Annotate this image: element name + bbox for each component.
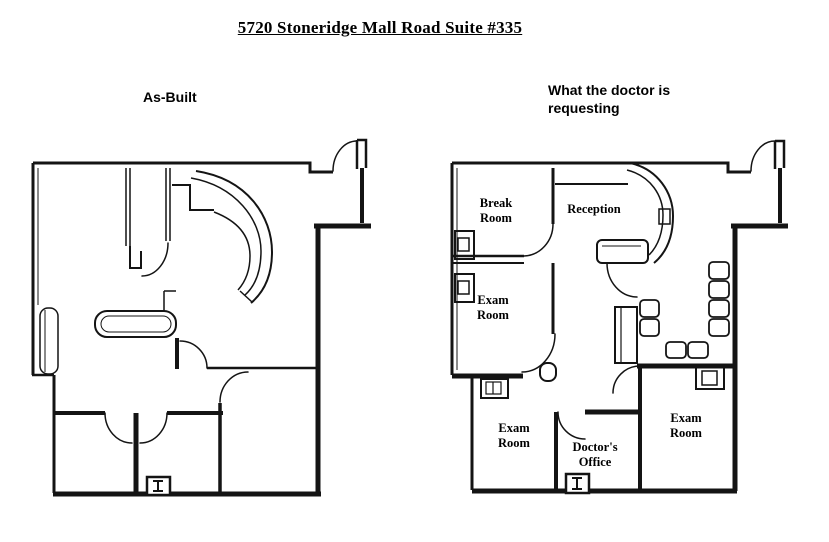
room-label-break-room: Break Room xyxy=(479,196,513,225)
chair-icon xyxy=(687,341,709,359)
requested-walls xyxy=(450,139,788,494)
floor-fixture-icon xyxy=(564,472,591,495)
requested-caption: What the doctor is requesting xyxy=(548,82,671,116)
room-label-exam-room-3: Exam Room xyxy=(670,411,702,440)
door-swing-icon xyxy=(521,333,556,373)
chair-icon xyxy=(665,341,687,359)
room-label-reception: Reception xyxy=(567,202,621,216)
as-built-floorplan xyxy=(31,138,371,497)
as-built-door-swings xyxy=(104,140,358,444)
waiting-chairs xyxy=(639,261,730,359)
door-swing-icon xyxy=(179,340,208,369)
door-swing-icon xyxy=(139,412,168,444)
open-door-leaf-icon xyxy=(39,307,59,375)
chair-icon xyxy=(708,261,730,280)
door-swing-icon xyxy=(606,262,638,298)
sink-icon xyxy=(480,378,509,399)
door-swing-icon xyxy=(557,411,586,440)
chair-icon xyxy=(708,299,730,318)
sink-icon xyxy=(454,230,475,260)
chair-icon xyxy=(708,280,730,299)
door-swing-icon xyxy=(219,371,249,403)
as-built-fixtures xyxy=(39,307,172,497)
floor-fixture-icon xyxy=(145,475,172,497)
room-label-exam-room-1: Exam Room xyxy=(477,293,509,322)
requested-door-swings xyxy=(521,140,776,440)
requested-fixtures xyxy=(454,230,725,495)
as-built-walls xyxy=(31,138,371,497)
requested-reception-desk xyxy=(596,162,675,364)
door-swing-icon xyxy=(612,365,641,394)
door-swing-icon xyxy=(141,242,169,277)
door-swing-icon xyxy=(332,140,358,172)
chair-icon xyxy=(708,318,730,337)
sink-icon xyxy=(695,365,725,390)
chair-icon xyxy=(639,318,660,337)
chair-icon xyxy=(639,299,660,318)
door-swing-icon xyxy=(750,140,776,172)
room-label-doctors-office: Doctor's Office xyxy=(572,440,618,469)
door-swing-icon xyxy=(523,223,554,257)
sink-icon xyxy=(454,273,475,303)
room-label-exam-room-2: Exam Room xyxy=(498,421,530,450)
requested-floorplan xyxy=(450,139,788,495)
door-swing-icon xyxy=(104,412,133,444)
page-title: 5720 Stoneridge Mall Road Suite #335 xyxy=(237,18,523,37)
as-built-reception-desk xyxy=(94,170,274,338)
as-built-caption: As-Built xyxy=(143,89,197,105)
